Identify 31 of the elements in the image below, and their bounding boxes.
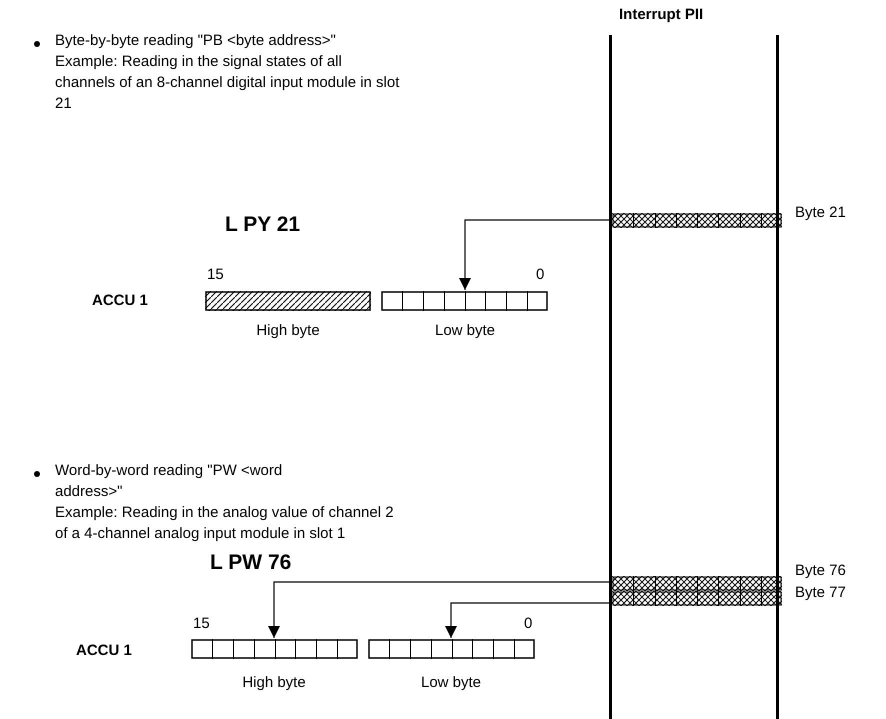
column-heading: Interrupt PII — [619, 5, 704, 25]
byte-label: Byte 21 — [795, 203, 846, 223]
register-label: ACCU 1 — [92, 291, 148, 311]
bit-number: 0 — [524, 614, 532, 634]
bullet-text: Example: Reading in the analog value of channel 2 of a 4-channel analog input module in slot 1 — [55, 503, 395, 544]
instruction-label: L PY 21 — [225, 212, 300, 238]
register-label: ACCU 1 — [76, 641, 132, 661]
arrow — [459, 219, 609, 290]
memory-byte-bar — [612, 213, 782, 228]
byte-caption: Low byte — [434, 321, 496, 341]
bullet-text: Word-by-word reading "PW <word address>" — [55, 461, 284, 502]
memory-byte-bar — [612, 576, 782, 591]
memory-byte-bar — [612, 591, 782, 606]
bullet-text: Example: Reading in the signal states of all channels of an 8-channel digital input module in slot 21 — [55, 52, 400, 114]
bullet-text: Byte-by-byte reading "PB <byte address>" — [55, 31, 337, 51]
byte-caption: High byte — [242, 673, 306, 693]
byte-label: Byte 77 — [795, 583, 846, 603]
arrow — [445, 602, 609, 638]
byte-caption: High byte — [256, 321, 320, 341]
bit-number: 0 — [536, 265, 544, 285]
memory-column — [609, 35, 779, 719]
arrow — [268, 581, 609, 638]
bit-number: 15 — [207, 265, 224, 285]
register-byte — [368, 639, 535, 659]
byte-label: Byte 76 — [795, 561, 846, 581]
instruction-label: L PW 76 — [210, 550, 292, 576]
register-byte — [191, 639, 358, 659]
byte-caption: Low byte — [420, 673, 482, 693]
register-byte — [205, 291, 371, 311]
register-byte — [381, 291, 548, 311]
bit-number: 15 — [193, 614, 210, 634]
